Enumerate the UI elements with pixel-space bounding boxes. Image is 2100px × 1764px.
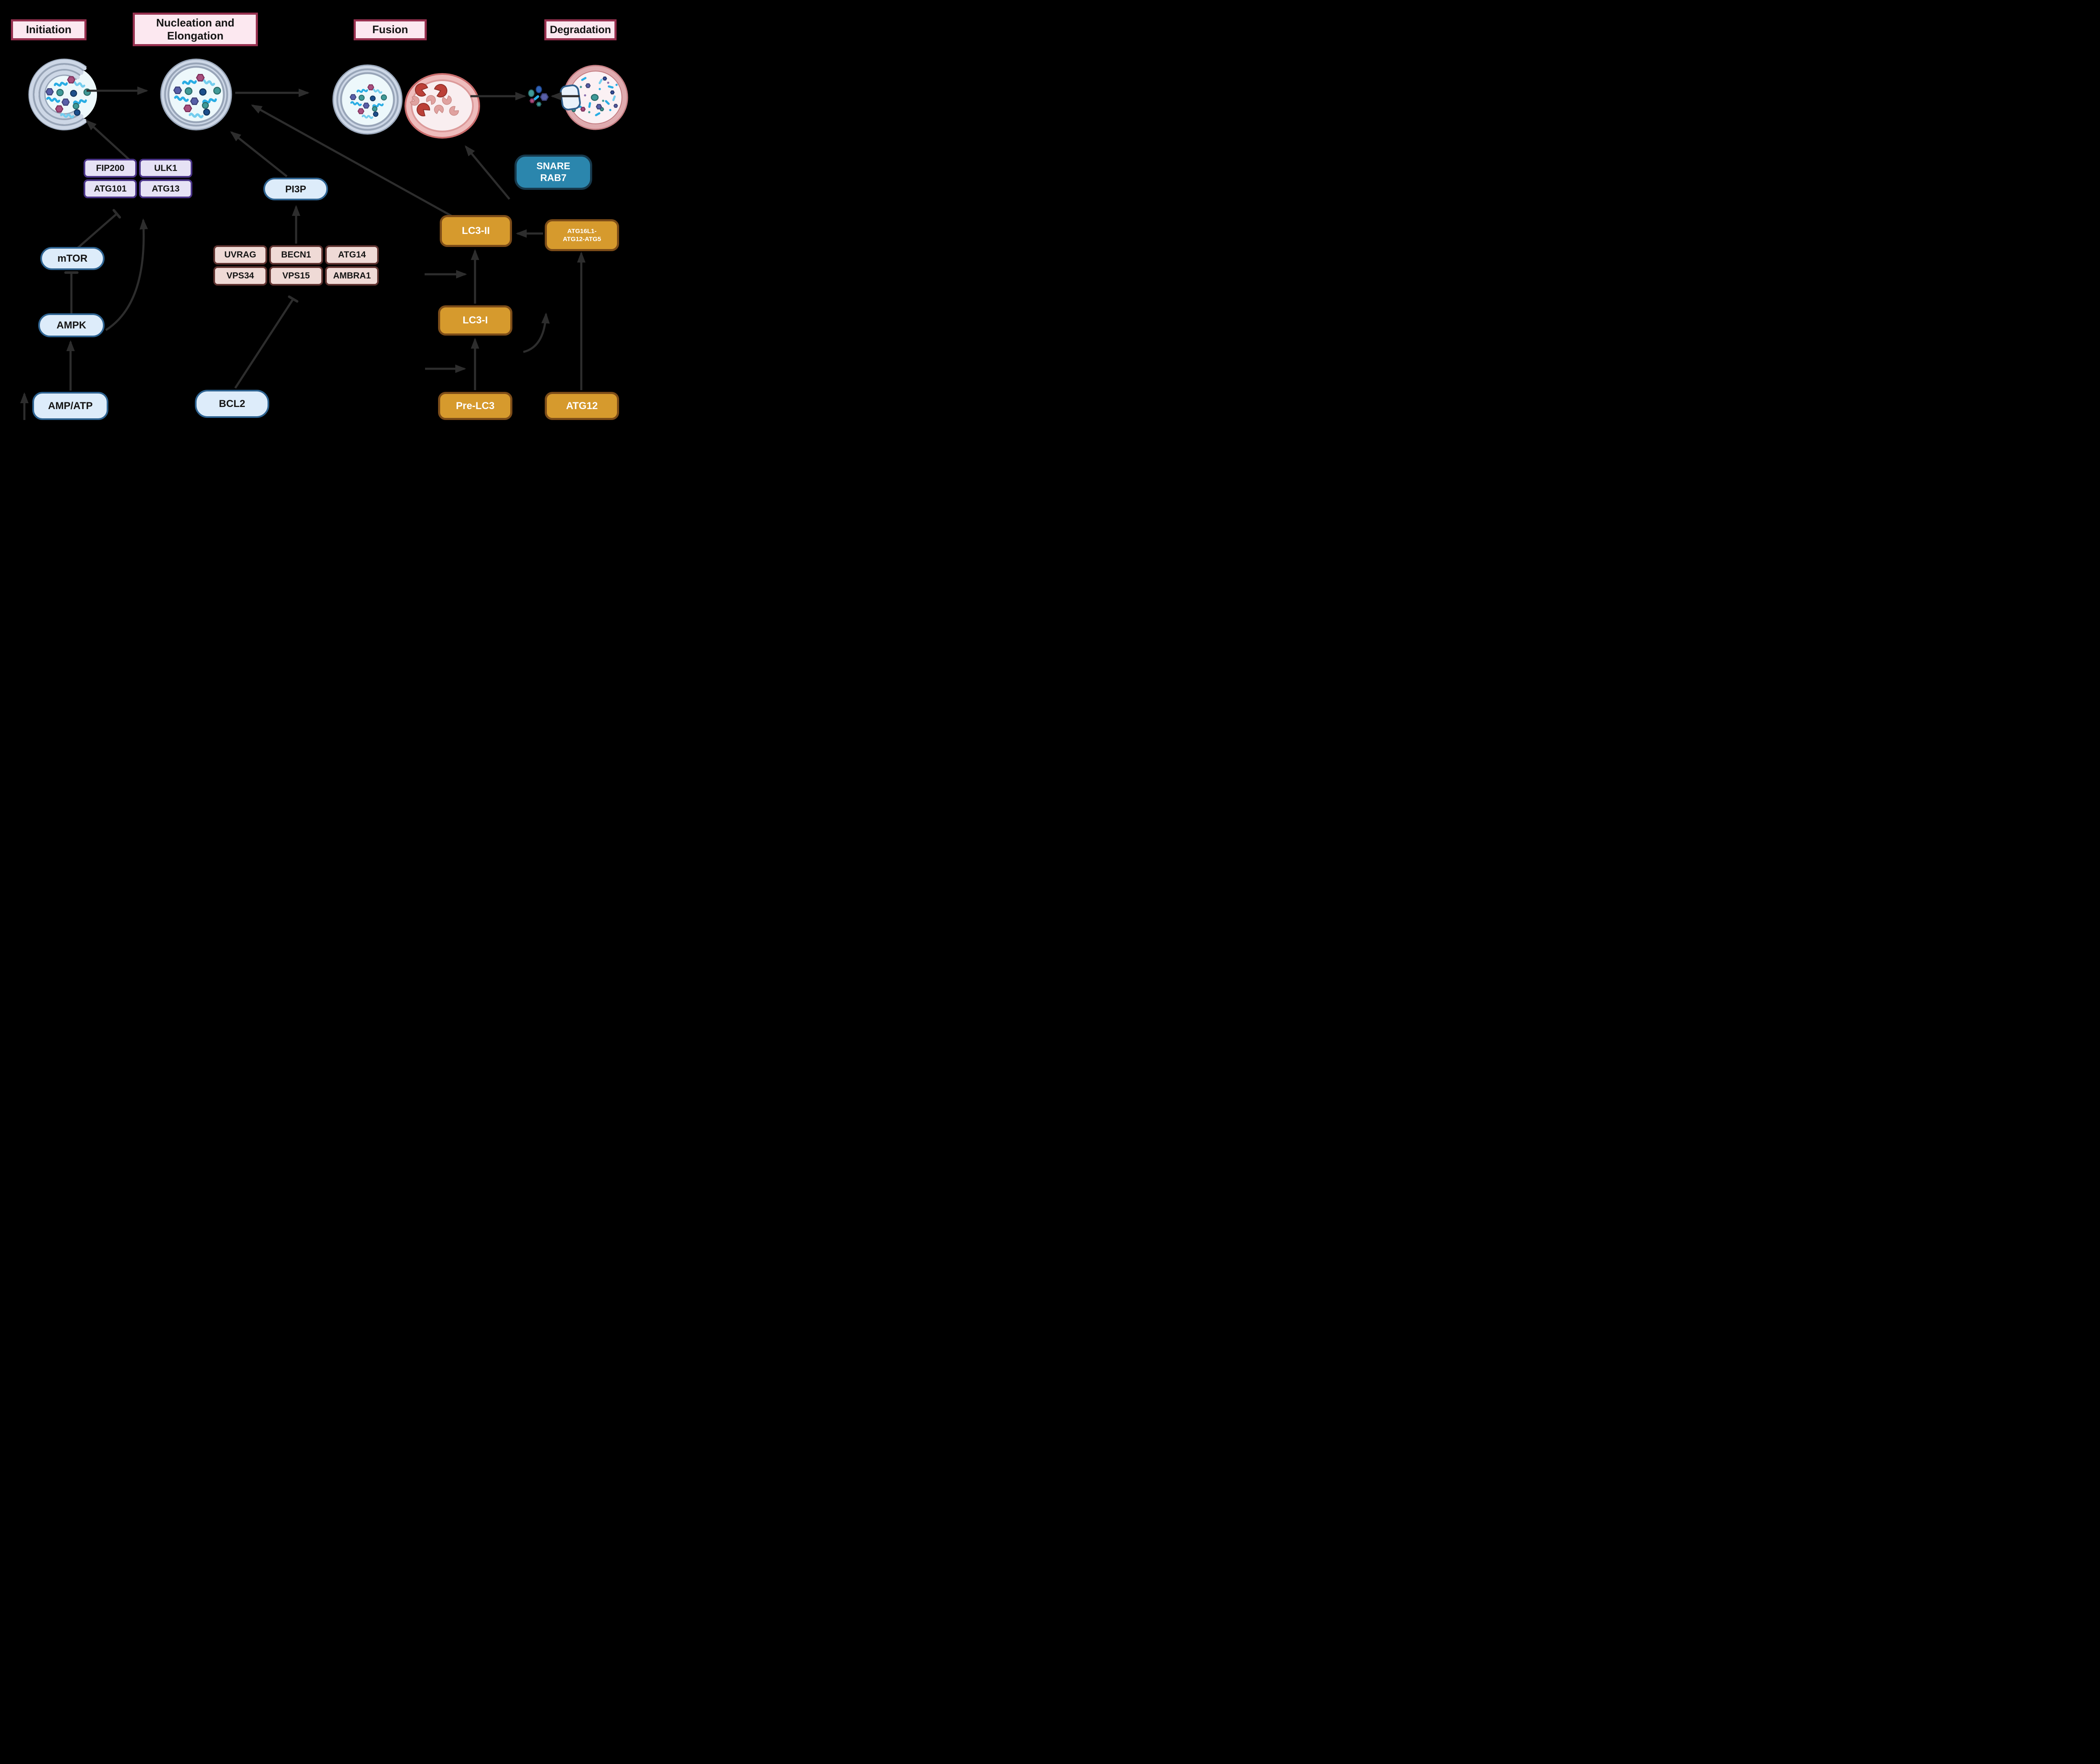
stage-label-fusion: Fusion — [354, 19, 427, 40]
node-lc3-ii: LC3-II — [440, 215, 512, 247]
node-uvrag-label: UVRAG — [224, 250, 256, 260]
node-uvrag: UVRAG — [213, 245, 267, 265]
inhibition-bcl2-to-becn1-complex — [234, 295, 299, 389]
node-rab7-label: RAB7 — [540, 172, 567, 183]
degraded-cargo-debris — [571, 76, 618, 116]
autophagosome-lysosome-fusion-illustration — [332, 64, 480, 139]
node-atg101-label: ATG101 — [94, 184, 127, 194]
node-pre-lc3-label: Pre-LC3 — [456, 400, 495, 412]
node-atg13: ATG13 — [139, 179, 192, 198]
node-lc3-ii-label: LC3-II — [462, 225, 490, 236]
autophagosome-illustration — [160, 58, 232, 131]
node-becn1: BECN1 — [269, 245, 323, 265]
phagophore-illustration — [28, 58, 97, 131]
node-ulk1-label: ULK1 — [154, 163, 177, 173]
stage-label-fusion-text: Fusion — [372, 23, 408, 36]
node-pi3p: PI3P — [263, 178, 328, 200]
arrow-ampk-to-ulk1-complex — [105, 218, 148, 331]
node-ambra1-label: AMBRA1 — [333, 271, 371, 281]
node-amp-atp: AMP/ATP — [32, 392, 108, 420]
node-ambra1: AMBRA1 — [325, 266, 379, 286]
stage-label-nucleation-elongation: Nucleation and Elongation — [133, 13, 258, 46]
node-mtor-label: mTOR — [57, 252, 88, 264]
stage-label-nucleation-text: Nucleation and Elongation — [156, 16, 235, 42]
stage-label-degradation: Degradation — [544, 19, 617, 40]
diagram-graphics — [20, 58, 628, 420]
inhibition-mtor-to-ulk1-complex — [76, 209, 121, 249]
node-atg101: ATG101 — [84, 179, 137, 198]
lysosomal-enzyme-icons — [410, 83, 459, 116]
arrow-snare-rab7-to-fusion — [465, 145, 510, 200]
lysosomal-transporter-icon — [560, 84, 581, 110]
node-ampk-label: AMPK — [56, 319, 87, 331]
stage-label-initiation-text: Initiation — [26, 23, 72, 36]
autophagy-pathway-diagram: Initiation Nucleation and Elongation Fus… — [0, 0, 630, 441]
inhibition-ampk-to-mtor — [64, 271, 79, 313]
node-snare-label: SNARE — [536, 160, 570, 172]
recycled-nutrient-particles — [528, 86, 549, 107]
node-fip200-label: FIP200 — [96, 163, 125, 173]
node-atg16l1-line2: ATG12-ATG5 — [562, 236, 601, 243]
autolysosome-illustration — [560, 65, 628, 130]
node-atg14: ATG14 — [325, 245, 379, 265]
node-vps15: VPS15 — [269, 266, 323, 286]
node-atg12-label: ATG12 — [566, 400, 598, 412]
node-vps34: VPS34 — [213, 266, 267, 286]
node-becn1-label: BECN1 — [281, 250, 311, 260]
node-ulk1: ULK1 — [139, 159, 192, 178]
arrow-lc3ii-to-autophagosome — [251, 104, 456, 219]
node-lc3-i: LC3-I — [438, 305, 512, 336]
node-pre-lc3: Pre-LC3 — [438, 392, 512, 420]
node-mtor: mTOR — [40, 247, 105, 270]
node-vps34-label: VPS34 — [226, 271, 254, 281]
node-bcl2-label: BCL2 — [219, 398, 245, 410]
node-lc3-i-label: LC3-I — [462, 315, 488, 326]
node-pi3p-label: PI3P — [285, 183, 306, 194]
node-atg13-label: ATG13 — [152, 184, 180, 194]
arrow-ulk1-complex-to-phagophore — [86, 120, 132, 163]
node-atg16l1-line1: ATG16L1- — [567, 227, 597, 235]
node-atg14-label: ATG14 — [338, 250, 366, 260]
node-atg12: ATG12 — [545, 392, 619, 420]
node-vps15-label: VPS15 — [282, 271, 310, 281]
stage-label-initiation: Initiation — [11, 19, 87, 40]
arrow-pi3p-to-autophagosome — [230, 131, 288, 177]
arrow-curved-to-atg16l1-complex — [523, 312, 550, 353]
node-ampk: AMPK — [38, 313, 105, 337]
node-fip200: FIP200 — [84, 159, 137, 178]
stage-label-degradation-text: Degradation — [550, 24, 611, 36]
node-amp-atp-label: AMP/ATP — [48, 400, 93, 412]
node-bcl2: BCL2 — [195, 390, 269, 418]
node-snare-rab7: SNARE RAB7 — [514, 155, 592, 190]
node-atg16l1-atg12-atg5: ATG16L1- ATG12-ATG5 — [545, 219, 619, 251]
